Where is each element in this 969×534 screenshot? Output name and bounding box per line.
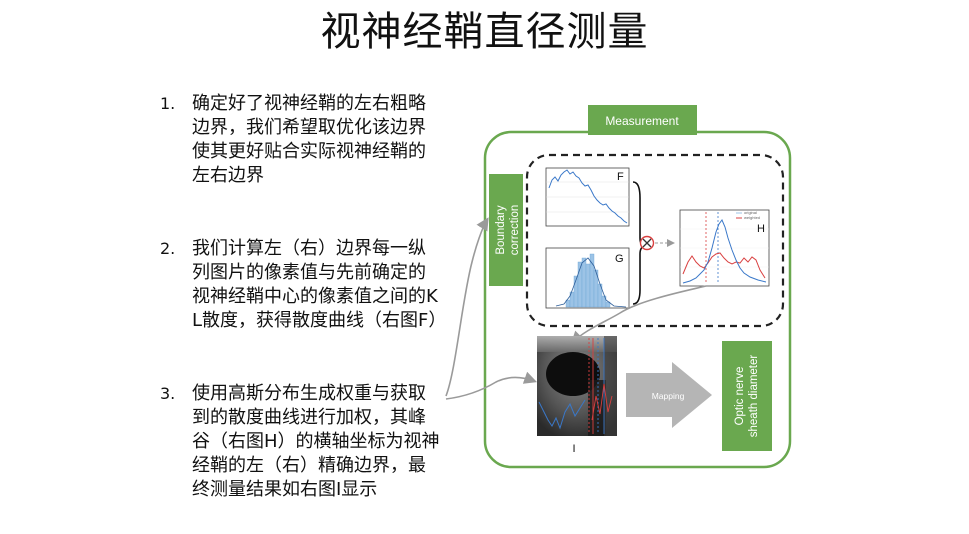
step-text: 我们计算左（右）边界每一纵列图片的像素值与先前确定的视神经鞘中心的像素值之间的K… — [192, 238, 447, 331]
panel-h-plot: original weighted H — [679, 209, 770, 287]
boundary-correction-label-1: Boundary — [495, 205, 507, 254]
panel-g-plot: G — [545, 247, 630, 309]
page-title: 视神经鞘直径测量 — [320, 9, 649, 55]
text-to-image-arrow — [445, 371, 538, 400]
legend-h-2: weighted — [744, 215, 760, 220]
legend-h-1: original — [744, 210, 757, 215]
panel-f-label: F — [617, 171, 624, 183]
onsd-label-1: Optic nerve — [734, 367, 746, 426]
panel-i-label: I — [572, 443, 575, 455]
panel-f-plot: F — [545, 167, 630, 227]
multiply-cross — [642, 238, 652, 248]
step-number: 3. — [160, 384, 176, 403]
step-number: 2. — [160, 239, 176, 258]
text-to-boundary-arrow — [445, 217, 489, 397]
step-text: 使用高斯分布生成权重与获取到的散度曲线进行加权，其峰谷（右图H）的横轴坐标为视神… — [192, 383, 440, 500]
h-to-i-arrow — [570, 285, 707, 345]
onsd-label-2: sheath diameter — [748, 355, 760, 438]
panel-i-image: I — [537, 336, 617, 455]
mapping-label: Mapping — [652, 391, 685, 401]
measurement-tab — [588, 105, 697, 135]
measurement-label: Measurement — [605, 114, 679, 128]
panel-h-label: H — [757, 223, 765, 235]
boundary-correction-box — [489, 174, 523, 286]
mapping-arrow — [626, 362, 712, 428]
step-text: 确定好了视神经鞘的左右粗略边界，我们希望取优化该边界使其更好贴合实际视神经鞘的左… — [192, 93, 426, 186]
panel-g-label: G — [615, 253, 624, 265]
step-number: 1. — [160, 94, 176, 113]
boundary-correction-label-2: correction — [509, 205, 521, 256]
onsd-box — [722, 341, 772, 451]
